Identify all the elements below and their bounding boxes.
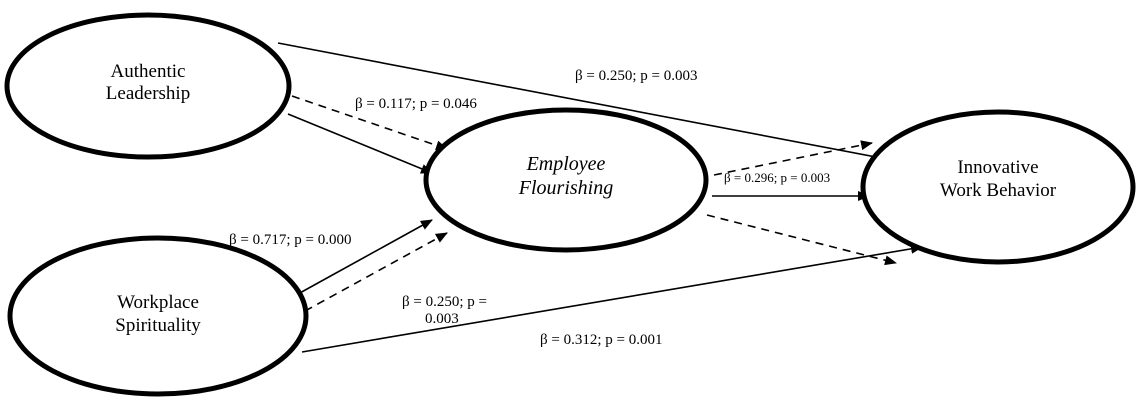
- edge-label-al-to-ef: β = 0.117; p = 0.046: [355, 96, 477, 112]
- node-innovative-work-behavior-line1: Innovative: [957, 157, 1038, 178]
- node-workplace-spirituality-line1: Workplace: [117, 292, 199, 313]
- edge-al-to-iwb: [277, 42, 898, 164]
- edge-label-ws-to-ef: β = 0.717; p = 0.000: [229, 232, 351, 248]
- edge-ef-to-iwb-dashed-down: [706, 214, 897, 266]
- node-workplace-spirituality-line2: Spirituality: [115, 315, 201, 336]
- edge-ws-to-ef: [297, 219, 433, 295]
- edge-label-ws-to-ef-indirect-line1: β = 0.250; p =: [402, 294, 487, 310]
- edge-label-al-to-iwb: β = 0.250; p = 0.003: [575, 68, 697, 84]
- edge-al-to-ef: [287, 113, 433, 174]
- edge-ws-to-iwb: [301, 243, 923, 353]
- node-employee-flourishing-line2: Flourishing: [518, 177, 613, 199]
- node-workplace-spirituality: Workplace Spirituality: [7, 235, 309, 397]
- node-innovative-work-behavior: Innovative Work Behavior: [860, 109, 1136, 265]
- node-employee-flourishing: Employee Flourishing: [423, 107, 709, 253]
- node-authentic-leadership-line1: Authentic: [111, 61, 186, 82]
- node-innovative-work-behavior-line2: Work Behavior: [940, 180, 1057, 201]
- node-employee-flourishing-line1: Employee: [526, 153, 606, 175]
- edge-label-ws-to-iwb: β = 0.312; p = 0.001: [540, 332, 662, 348]
- node-authentic-leadership-line2: Leadership: [106, 83, 190, 104]
- edge-label-ef-to-iwb: β = 0.296; p = 0.003: [724, 170, 830, 185]
- node-authentic-leadership: Authentic Leadership: [4, 12, 292, 160]
- edge-label-ws-to-ef-indirect-line2: 0.003: [425, 311, 459, 327]
